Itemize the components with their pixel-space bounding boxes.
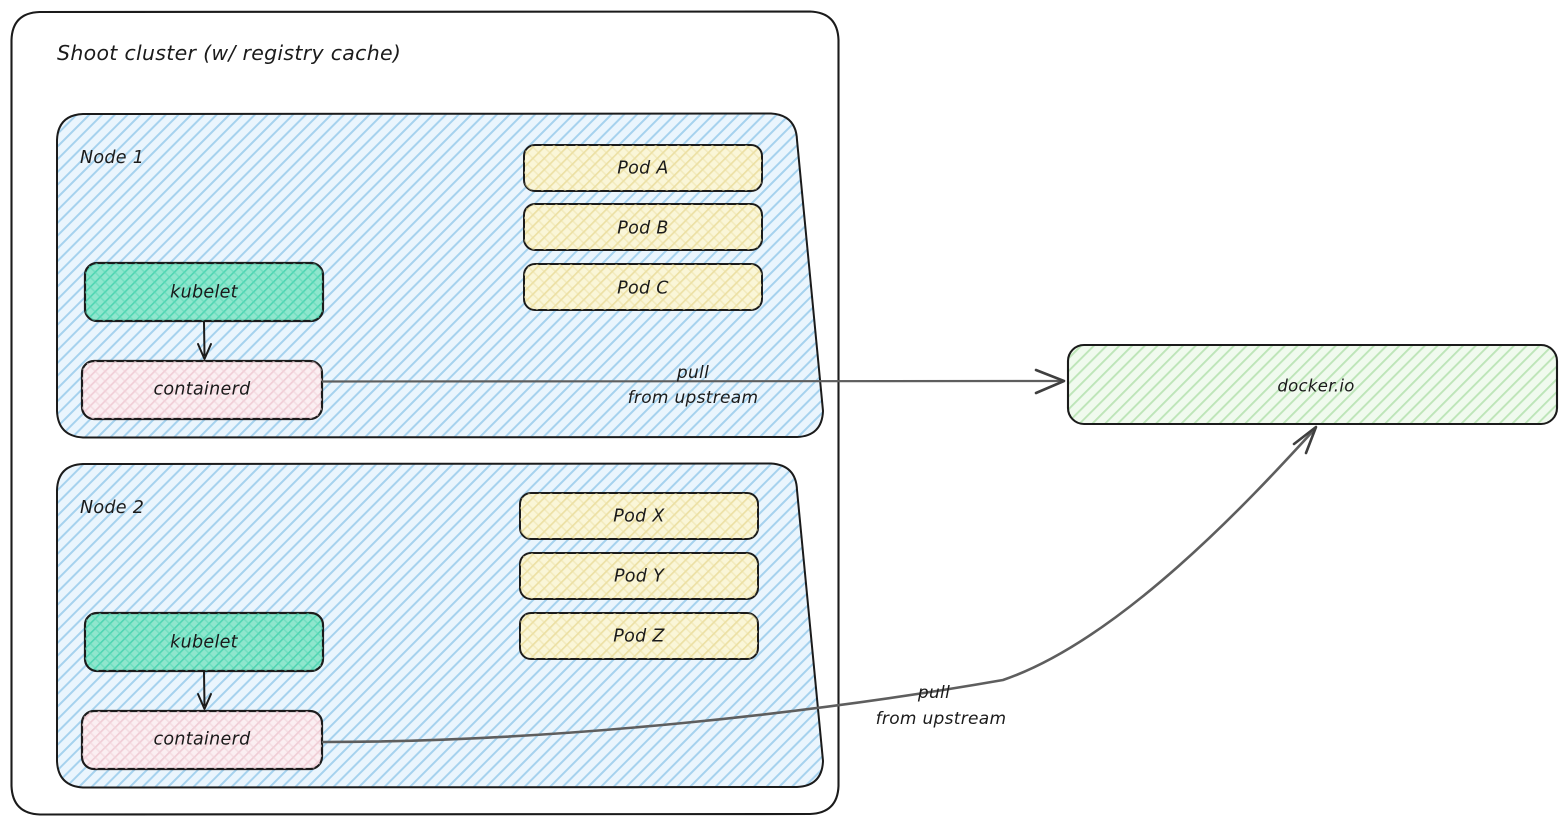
edge-containerd2-dockerio xyxy=(321,425,1318,744)
pod-y-box[interactable] xyxy=(519,552,759,600)
pod-x-box[interactable] xyxy=(519,492,759,540)
pod-a-box[interactable] xyxy=(523,144,763,192)
kubelet-2-box[interactable] xyxy=(83,611,325,673)
containerd-2-box[interactable] xyxy=(80,709,324,771)
pod-b-box[interactable] xyxy=(523,203,763,251)
edge-containerd1-dockerio xyxy=(321,368,1066,395)
node-1-container xyxy=(56,112,824,439)
pod-c-box[interactable] xyxy=(523,263,763,311)
edge-kubelet1-containerd1 xyxy=(197,321,212,360)
node-2-container xyxy=(56,462,824,789)
containerd-1-box[interactable] xyxy=(80,359,324,421)
docker-io-box[interactable] xyxy=(1066,343,1559,426)
pod-z-box[interactable] xyxy=(519,612,759,660)
edge-kubelet2-containerd2 xyxy=(197,671,212,710)
kubelet-1-box[interactable] xyxy=(83,261,325,323)
